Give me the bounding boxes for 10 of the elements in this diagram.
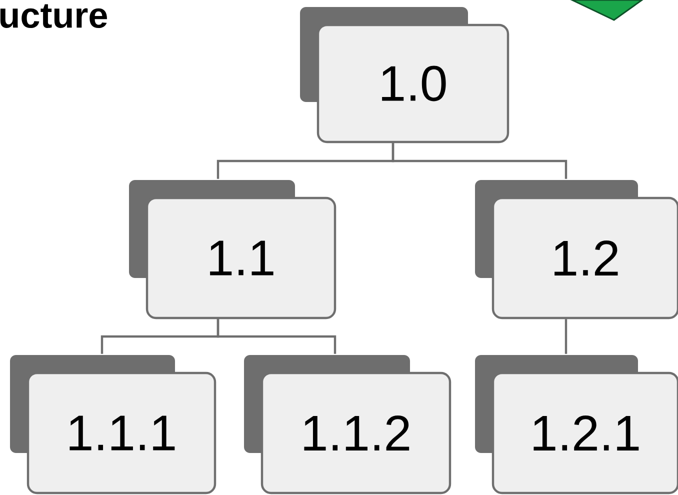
tree-box: 1.2.1 bbox=[475, 355, 678, 494]
tree-box: 1.1 bbox=[129, 180, 336, 320]
tree-box: 1.1.1 bbox=[10, 355, 216, 494]
tree-box: 1.1.2 bbox=[244, 355, 452, 494]
tree-box: 1.0 bbox=[300, 7, 510, 144]
connector bbox=[216, 319, 336, 354]
connector bbox=[564, 319, 568, 354]
connector bbox=[392, 143, 568, 179]
tree-box: 1.2 bbox=[475, 180, 678, 320]
title: ucture bbox=[0, 4, 107, 28]
